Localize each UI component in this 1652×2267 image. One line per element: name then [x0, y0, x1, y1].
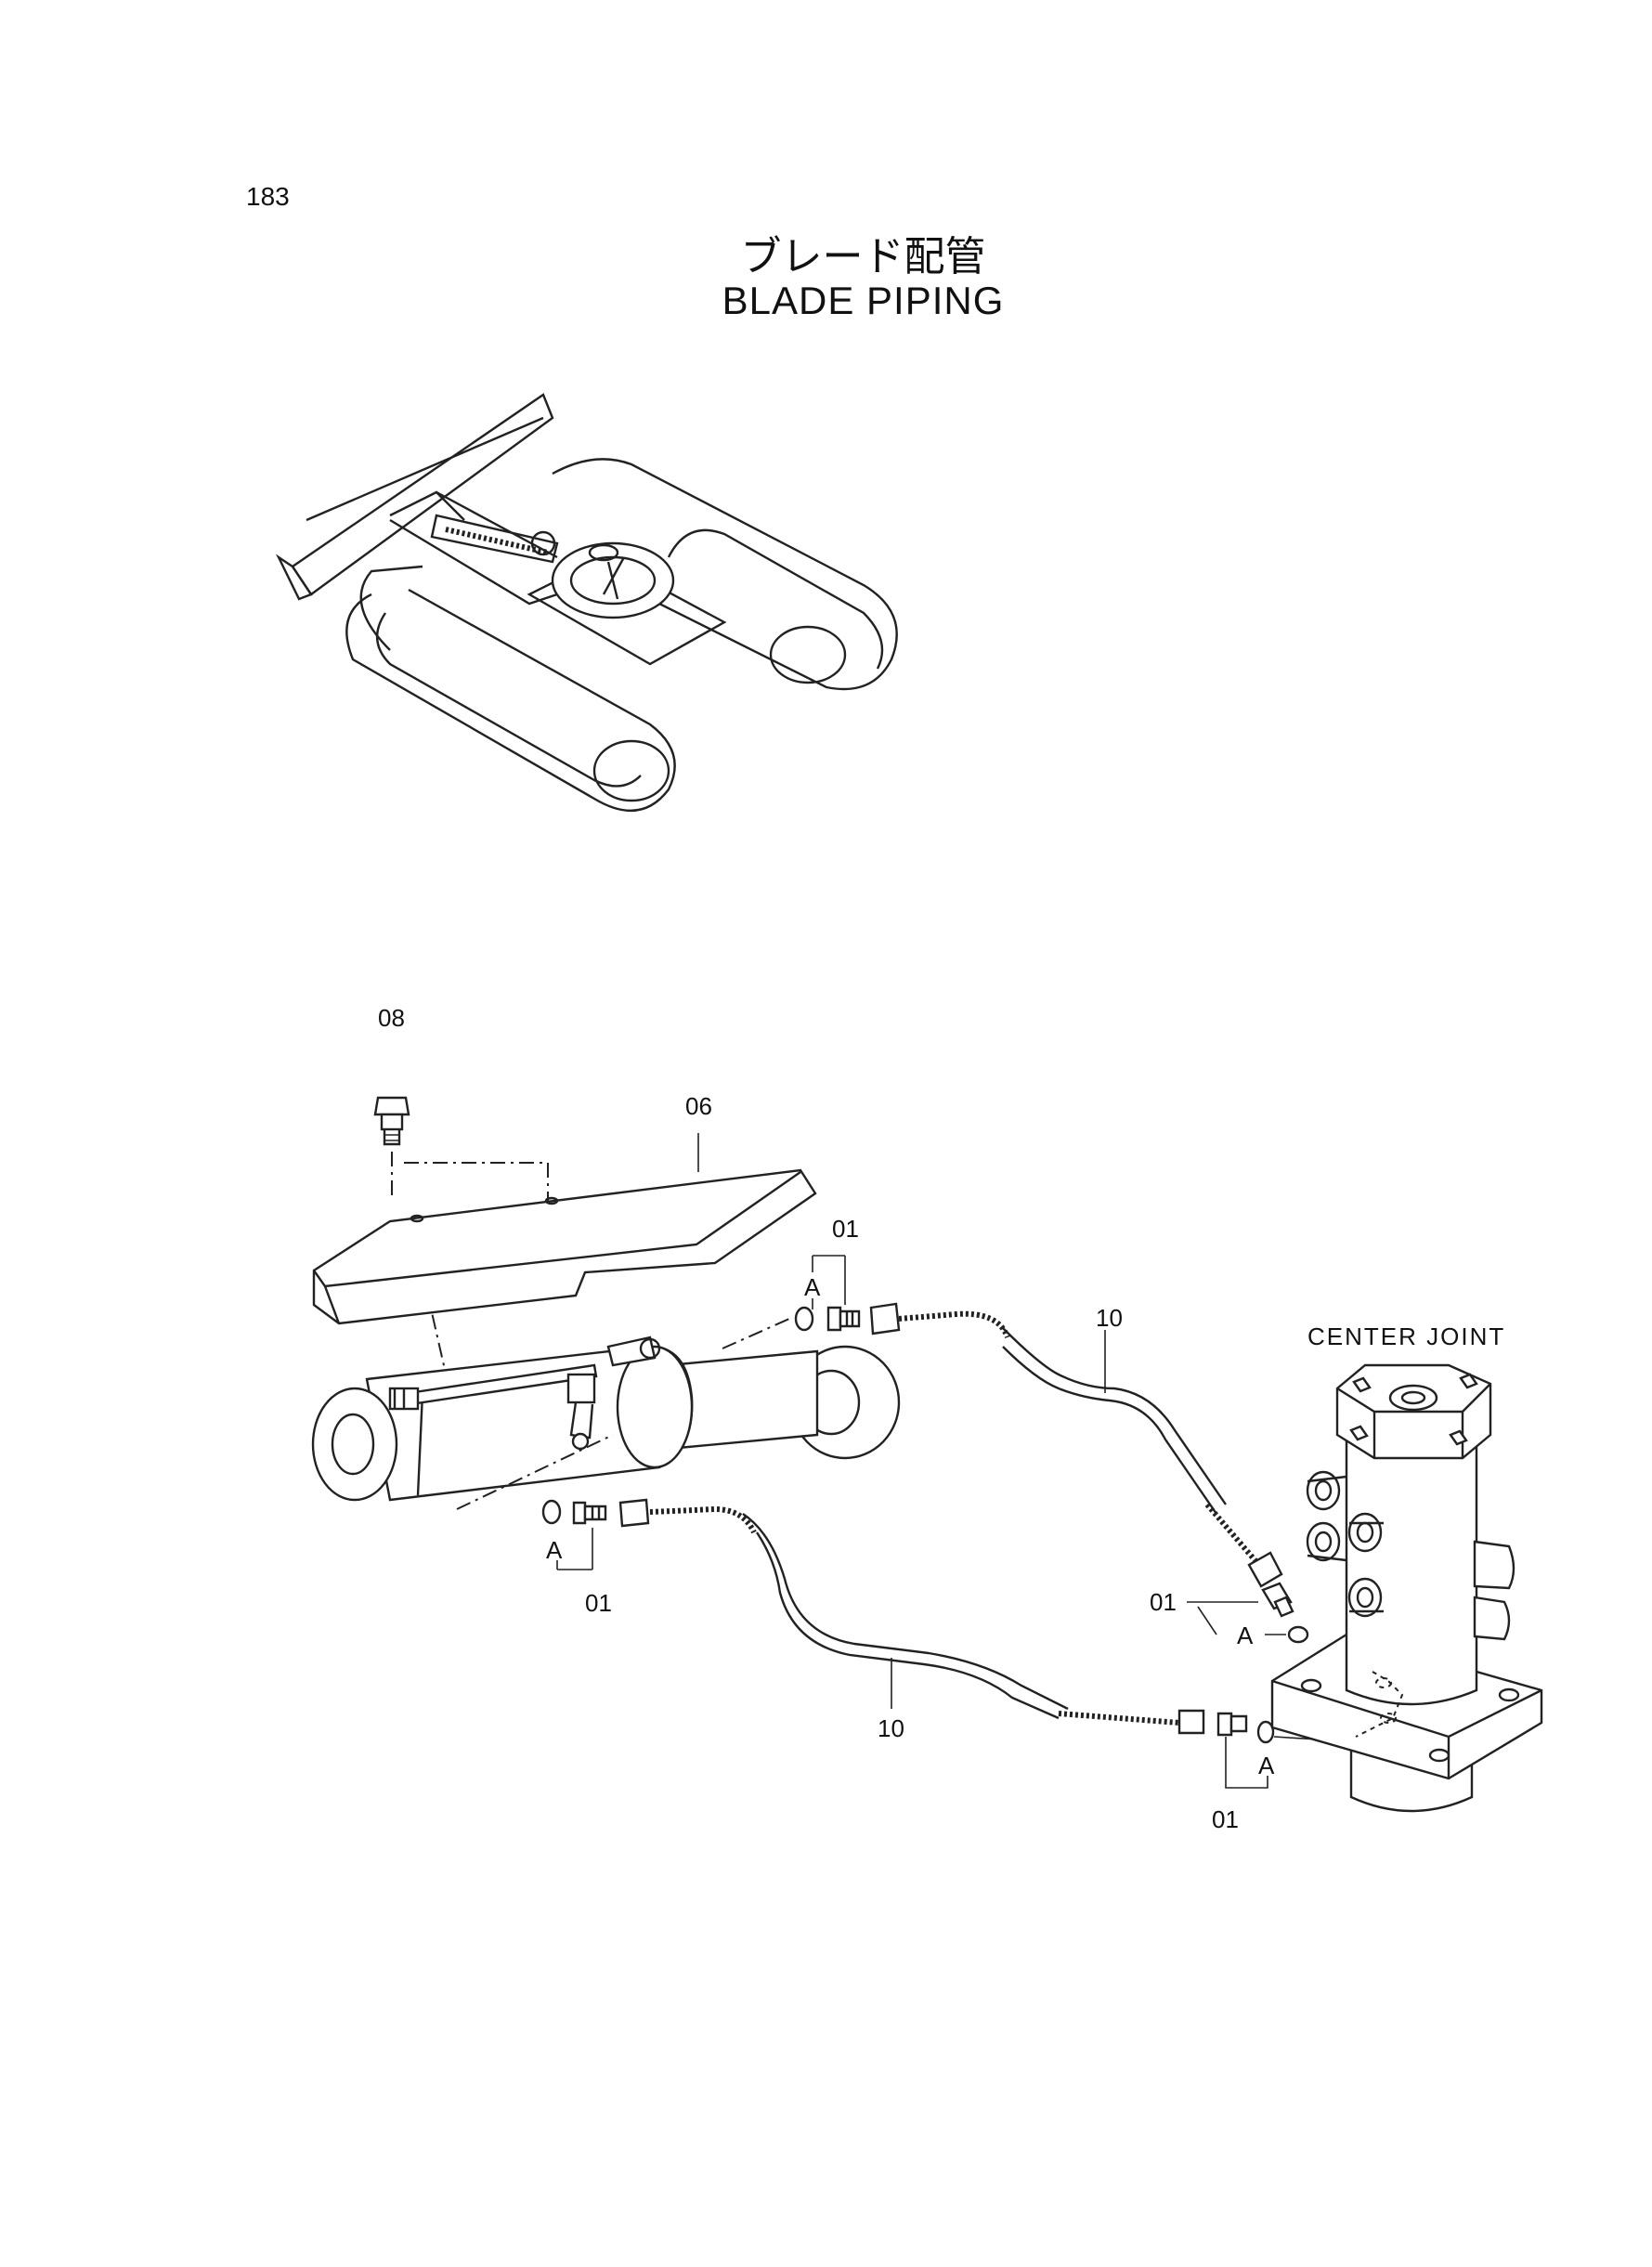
upper-hose-10: [869, 1302, 1283, 1588]
left-fitting-01-bracket: [556, 1528, 593, 1570]
part-label-08: 08: [378, 1004, 405, 1032]
top-fitting-01-bracket: [812, 1255, 846, 1305]
part-label-01-right-upper: 01: [1150, 1588, 1177, 1616]
bolt-08: [373, 1096, 410, 1146]
page-number: 183: [246, 182, 290, 211]
page-title-japanese: ブレード配管: [740, 233, 986, 280]
center-joint: [1270, 1363, 1543, 1813]
blade-cylinder: [311, 1335, 901, 1502]
bolt-08-leader-line: [391, 1152, 549, 1207]
bolt-08-alignment-line: [412, 1230, 449, 1383]
left-fitting-group: [541, 1499, 607, 1525]
right-upper-fitting-group: [1261, 1582, 1309, 1644]
ref-mark-a-top: A: [804, 1273, 821, 1301]
part-label-10-lower: 10: [878, 1714, 904, 1742]
center-joint-ports: [1306, 1470, 1384, 1618]
ref-mark-a-right-lower: A: [1258, 1752, 1275, 1779]
part-label-06: 06: [685, 1092, 712, 1120]
page-title: BLADE PIPING: [722, 279, 1005, 322]
undercarriage-overview-illustration: [275, 393, 898, 812]
cylinder-cover-06: [312, 1168, 817, 1325]
part-label-01-left: 01: [585, 1589, 612, 1617]
lower-hose-10: [618, 1498, 1205, 1735]
ref-mark-a-right-upper: A: [1237, 1622, 1254, 1649]
right-lower-fitting-01-bracket: [1225, 1737, 1268, 1789]
ref-mark-a-left: A: [546, 1536, 563, 1564]
part-label-10-upper: 10: [1096, 1304, 1123, 1332]
right-lower-fitting-group: [1216, 1712, 1275, 1744]
center-joint-label: CENTER JOINT: [1307, 1322, 1505, 1350]
cylinder-port-upper-line: [722, 1318, 790, 1349]
part-label-01-right-lower: 01: [1212, 1805, 1239, 1833]
part-label-01-top: 01: [832, 1215, 859, 1243]
cylinder-port-lower-line: [456, 1434, 614, 1510]
top-fitting-group: [794, 1306, 861, 1332]
right-upper-fitting-a-leader: [1197, 1606, 1286, 1635]
